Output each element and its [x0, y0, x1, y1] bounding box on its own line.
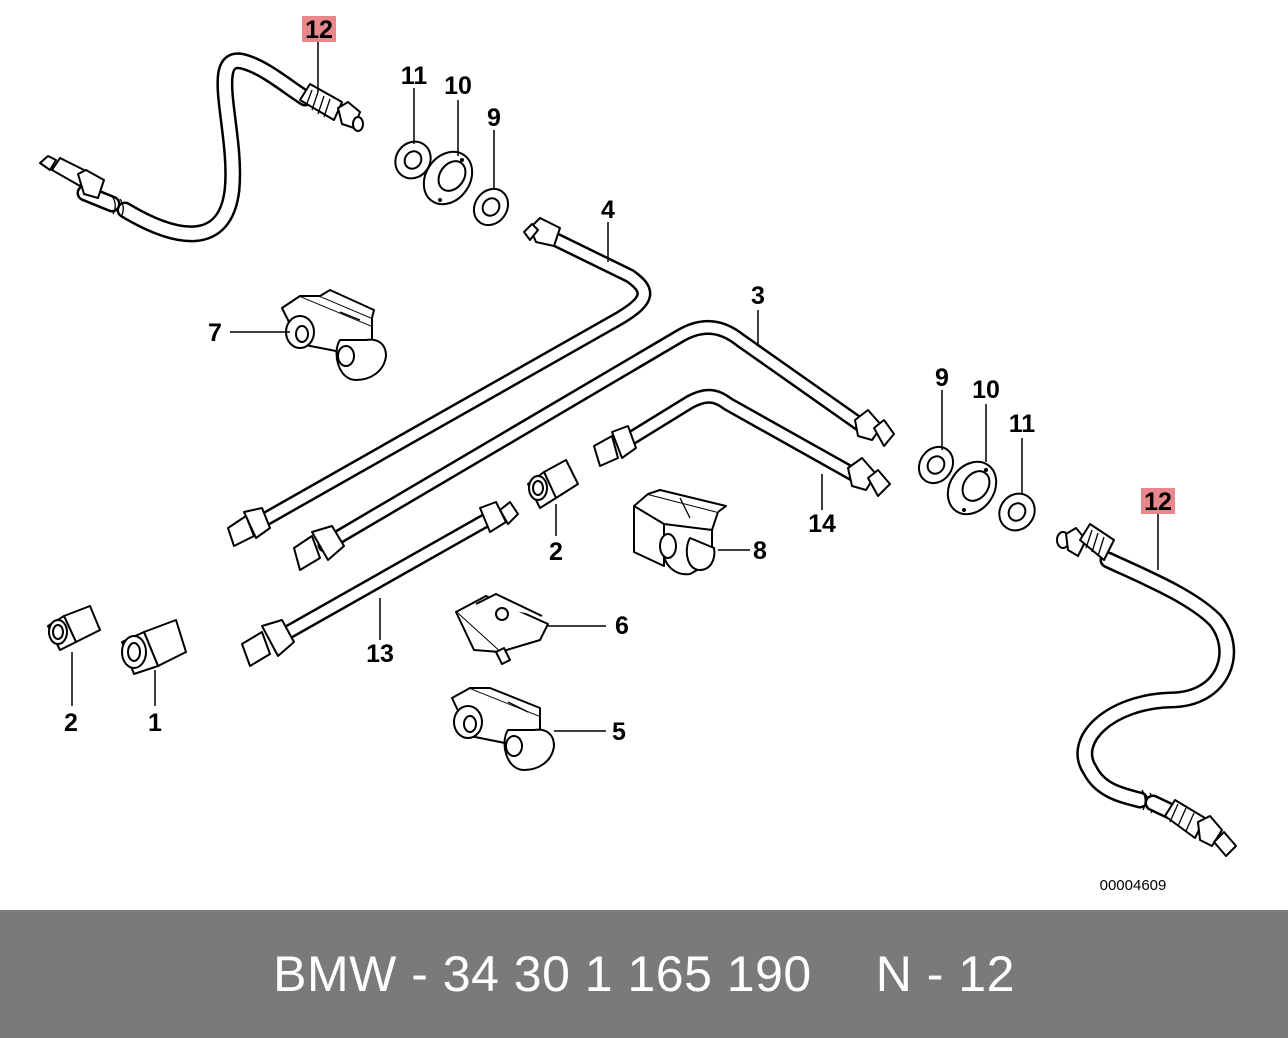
part-info-bar: BMW - 34 30 1 165 190 N - 12	[0, 910, 1288, 1038]
callout-highlight-right	[1141, 488, 1175, 514]
diagram-reference-number: 00004609	[1100, 877, 1167, 894]
brake-line-4	[227, 217, 652, 547]
callout-11-right: 11	[1009, 410, 1036, 438]
callout-7: 7	[208, 319, 222, 347]
callout-1: 1	[148, 709, 162, 737]
washer-9-right	[917, 445, 955, 485]
callout-9-top: 9	[487, 104, 501, 132]
callout-9-right: 9	[935, 364, 949, 392]
part-number: 34 30 1 165 190	[442, 946, 812, 1002]
callout-8: 8	[753, 537, 767, 565]
union-nut-1	[121, 619, 187, 675]
brand-separator: -	[411, 946, 429, 1002]
callout-14: 14	[808, 510, 836, 538]
washer-11-right	[998, 492, 1036, 532]
callout-3: 3	[751, 282, 765, 310]
union-nut-2-center	[527, 459, 579, 509]
callout-2-left: 2	[64, 709, 78, 737]
callout-2-center: 2	[549, 538, 563, 566]
retaining-bracket-6	[455, 593, 549, 665]
callout-highlight-top	[302, 16, 336, 42]
parts-diagram: 12 11 10 9 4 7 3 9 10 11 12 14 2 8 6 13 …	[39, 16, 1237, 894]
callout-10-top: 10	[444, 72, 472, 100]
callout-12-right: 12	[1144, 488, 1172, 516]
position-label: N - 12	[875, 946, 1015, 1002]
leader-lines	[71, 42, 1159, 732]
brake-line-13	[241, 501, 519, 667]
seat-10-right	[946, 460, 998, 516]
brake-hose-bottom	[1056, 523, 1237, 857]
seat-10-top	[422, 150, 474, 206]
washer-9-top	[472, 187, 510, 227]
pipe-clip-8	[633, 489, 727, 576]
union-nut-2-left	[47, 605, 101, 651]
callout-4: 4	[601, 196, 615, 224]
pipe-clip-7	[281, 289, 387, 381]
brake-line-3	[293, 319, 895, 571]
washer-11-top	[394, 140, 432, 180]
pipe-clip-5	[451, 687, 555, 771]
callout-5: 5	[612, 718, 626, 746]
callout-12-top: 12	[305, 16, 333, 44]
brake-hose-top	[39, 52, 364, 243]
callout-6: 6	[615, 612, 629, 640]
callout-10-right: 10	[972, 376, 1000, 404]
callout-11-top: 11	[401, 62, 428, 90]
callout-13: 13	[366, 640, 394, 668]
brake-line-14	[593, 388, 891, 497]
callouts: 12 11 10 9 4 7 3 9 10 11 12 14 2 8 6 13 …	[64, 16, 1175, 894]
brand-name: BMW	[273, 946, 397, 1002]
